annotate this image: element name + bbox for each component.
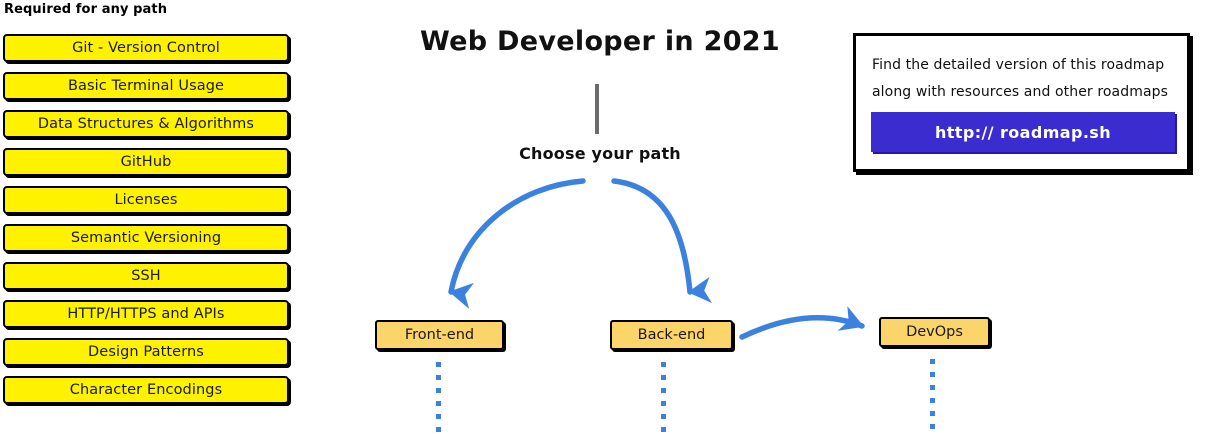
required-section-heading: Required for any path bbox=[4, 2, 168, 17]
arrow-backend-to-devops bbox=[739, 306, 865, 340]
path-node-label: Back-end bbox=[637, 327, 706, 343]
roadmap-link-button[interactable]: http:// roadmap.sh bbox=[871, 112, 1175, 152]
required-topic-item[interactable]: Semantic Versioning bbox=[3, 224, 289, 252]
required-topic-label: Licenses bbox=[114, 192, 178, 208]
required-topics-list: Git - Version Control Basic Terminal Usa… bbox=[3, 34, 289, 414]
required-topic-label: HTTP/HTTPS and APIs bbox=[67, 306, 225, 322]
required-topic-item[interactable]: Design Patterns bbox=[3, 338, 289, 366]
required-topic-label: Semantic Versioning bbox=[70, 230, 222, 246]
required-topic-item[interactable]: Character Encodings bbox=[3, 376, 289, 404]
info-text-line-1: Find the detailed version of this roadma… bbox=[872, 57, 1165, 73]
dotted-trail-back-end bbox=[661, 362, 666, 436]
required-topic-item[interactable]: Basic Terminal Usage bbox=[3, 72, 289, 100]
required-topic-label: Data Structures & Algorithms bbox=[37, 116, 255, 132]
dotted-trail-front-end bbox=[436, 362, 441, 436]
arrow-to-frontend bbox=[448, 178, 586, 309]
required-topic-label: Design Patterns bbox=[88, 344, 204, 360]
required-topic-item[interactable]: GitHub bbox=[3, 148, 289, 176]
path-node-devops[interactable]: DevOps bbox=[879, 317, 990, 347]
path-node-label: Front-end bbox=[404, 327, 475, 343]
required-topic-item[interactable]: Data Structures & Algorithms bbox=[3, 110, 289, 138]
required-topic-item[interactable]: Licenses bbox=[3, 186, 289, 214]
required-topic-label: SSH bbox=[131, 268, 161, 284]
required-topic-label: GitHub bbox=[120, 154, 172, 170]
required-topic-label: Basic Terminal Usage bbox=[67, 78, 225, 94]
title-stem-line bbox=[595, 84, 599, 134]
required-topic-item[interactable]: SSH bbox=[3, 262, 289, 290]
arrow-to-backend bbox=[611, 178, 713, 304]
required-topic-item[interactable]: Git - Version Control bbox=[3, 34, 289, 62]
required-topic-label: Character Encodings bbox=[69, 382, 223, 398]
required-topic-item[interactable]: HTTP/HTTPS and APIs bbox=[3, 300, 289, 328]
path-node-front-end[interactable]: Front-end bbox=[375, 320, 504, 350]
info-text-line-2: along with resources and other roadmaps bbox=[872, 84, 1169, 100]
path-node-label: DevOps bbox=[906, 324, 963, 340]
dotted-trail-devops bbox=[930, 359, 935, 433]
roadmap-link-label: http:// roadmap.sh bbox=[934, 122, 1112, 142]
page-title: Web Developer in 2021 bbox=[420, 26, 780, 57]
path-node-back-end[interactable]: Back-end bbox=[610, 320, 733, 350]
choose-path-label: Choose your path bbox=[519, 144, 681, 163]
required-topic-label: Git - Version Control bbox=[72, 40, 220, 56]
roadmap-info-box: Find the detailed version of this roadma… bbox=[853, 33, 1190, 172]
